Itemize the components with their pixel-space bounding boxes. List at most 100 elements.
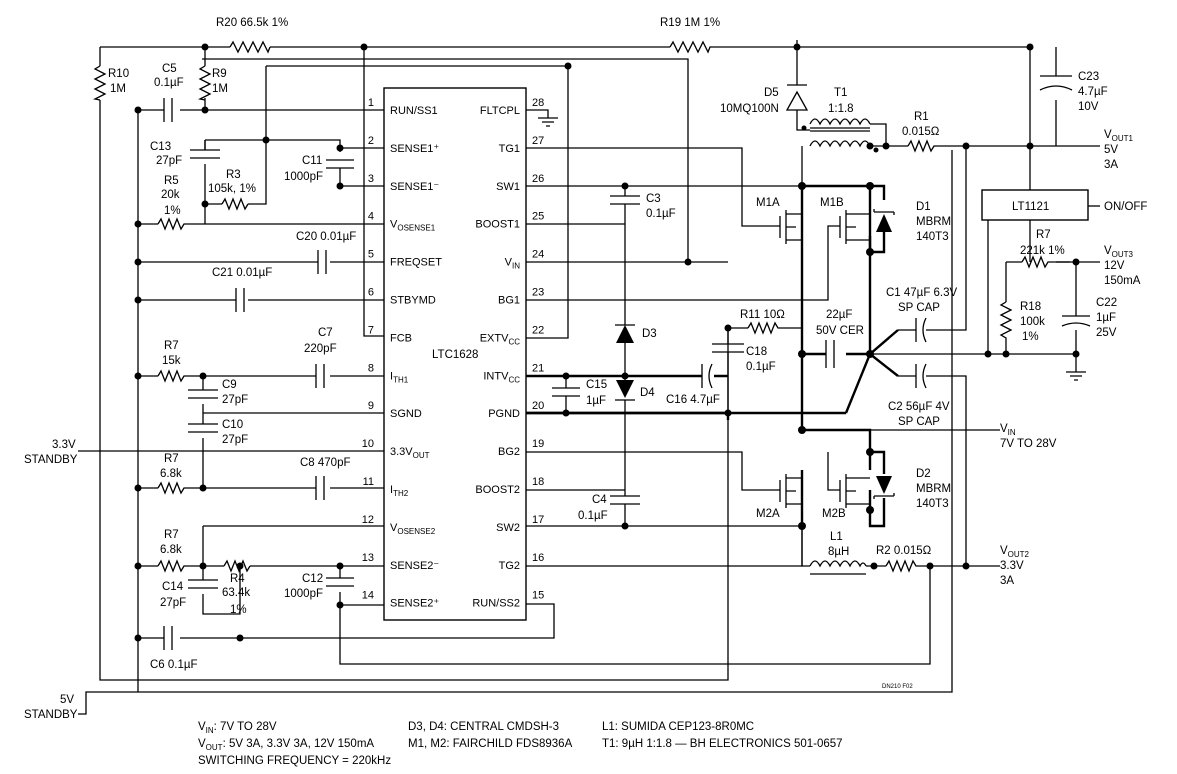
left-pin-number: 6: [368, 287, 374, 299]
resistor-symbols: [93, 40, 1050, 573]
c1-value: SP CAP: [898, 302, 940, 314]
l1-value: 8µH: [828, 546, 849, 558]
c18-value: 0.1µF: [746, 361, 776, 373]
d4-label: D4: [640, 387, 655, 399]
c7-label: C7: [318, 327, 333, 339]
c22-label: C22: [1096, 297, 1117, 309]
r4-value: 63.4k: [222, 587, 250, 599]
junction-dots: [134, 43, 1080, 642]
r3-value: 105k, 1%: [208, 183, 256, 195]
left-pin-number: 2: [368, 135, 374, 147]
c22u-label: 22µF: [826, 309, 852, 321]
left-pin-number: 4: [368, 211, 374, 223]
right-pin-name: TG1: [499, 143, 520, 155]
r2-label: R2 0.015Ω: [876, 545, 932, 557]
c12-value: 1000pF: [284, 588, 323, 600]
c2-label: C2 56µF 4V: [888, 401, 950, 413]
c8-label: C8 470pF: [300, 457, 351, 469]
left-pin-number: 13: [362, 552, 374, 564]
left-pin-name: SENSE2⁺: [390, 598, 439, 610]
right-pin-name: INTVCC: [483, 370, 520, 384]
figure-id: DN210 F02: [882, 684, 913, 690]
standby33-value: 3.3V: [52, 439, 76, 451]
left-pin-name: SGND: [390, 408, 422, 420]
r7a-value: 15k: [162, 355, 181, 367]
c5-label: C5: [162, 63, 177, 75]
d1-value: MBRM: [916, 216, 951, 228]
c13-label: C13: [150, 141, 171, 153]
right-pin-name: RUN/SS2: [472, 598, 520, 610]
vout1-label: VOUT1: [1104, 129, 1134, 143]
left-pin-name: RUN/SS1: [390, 105, 438, 117]
r5-tol: 1%: [164, 205, 181, 217]
note-freq: SWITCHING FREQUENCY = 220kHz: [198, 755, 391, 767]
left-pin-name: STBYMD: [390, 295, 436, 307]
left-pin-name: ITH2: [390, 484, 409, 498]
m1b-label: M1B: [820, 197, 844, 209]
r7b-value: 6.8k: [160, 468, 182, 480]
c3-label: C3: [646, 193, 661, 205]
right-pin-name: TG2: [499, 560, 520, 572]
c21-label: C21 0.01µF: [212, 267, 272, 279]
right-pin-number: 26: [532, 173, 544, 185]
r10-value: 1M: [110, 83, 126, 95]
right-pin-number: 19: [532, 438, 544, 450]
vout3-current: 150mA: [1104, 275, 1141, 287]
d3-label: D3: [642, 328, 657, 340]
note-transformer: T1: 9µH 1:1.8 — BH ELECTRONICS 501-0657: [602, 738, 843, 750]
r7d-value: 221k 1%: [1020, 245, 1065, 257]
r4-label: R4: [230, 573, 245, 585]
semiconductor-symbols: [538, 84, 1089, 575]
c4-label: C4: [592, 494, 607, 506]
c14-label: C14: [162, 581, 184, 593]
r19-label: R19 1M 1%: [660, 17, 720, 29]
right-pin-name: BOOST2: [475, 484, 520, 496]
r10-label: R10: [108, 68, 129, 80]
c15-label: C15: [586, 379, 607, 391]
right-pin-name: SW2: [496, 522, 520, 534]
note-inductor: L1: SUMIDA CEP123-8R0MC: [602, 721, 754, 733]
vout2-label: VOUT2: [1000, 545, 1030, 559]
right-pin-number: 24: [532, 249, 544, 261]
c12-label: C12: [302, 573, 323, 585]
ic-right-pins: 28FLTCPL27TG126SW125BOOST124VIN23BG122EX…: [472, 97, 544, 610]
r4-tol: 1%: [230, 604, 247, 616]
left-pin-name: FREQSET: [390, 257, 442, 269]
d2-value2: 140T3: [916, 498, 949, 510]
c5-value: 0.1µF: [154, 77, 184, 89]
c14-value: 27pF: [160, 597, 186, 609]
right-pin-number: 17: [532, 514, 544, 526]
r5-label: R5: [164, 175, 179, 187]
left-pin-number: 8: [368, 362, 374, 374]
r1-label: R1: [914, 111, 929, 123]
r5-value: 20k: [161, 189, 180, 201]
c22-volt: 25V: [1096, 327, 1117, 339]
ic-name: LTC1628: [432, 349, 478, 361]
left-pin-name: SENSE1⁻: [390, 181, 439, 193]
right-pin-name: SW1: [496, 181, 520, 193]
c6-label: C6 0.1µF: [150, 659, 198, 671]
r9-value: 1M: [212, 83, 228, 95]
wiring: [78, 40, 1100, 715]
r1-value: 0.015Ω: [902, 126, 940, 138]
right-pin-number: 21: [532, 362, 544, 374]
left-pin-name: SENSE1⁺: [390, 143, 439, 155]
standby5-label: STANDBY: [24, 709, 78, 721]
left-pin-number: 7: [368, 324, 374, 336]
left-pin-number: 14: [362, 590, 374, 602]
c9-value: 27pF: [222, 394, 248, 406]
vout1-value: 5V: [1104, 144, 1118, 156]
r9-label: R9: [212, 68, 227, 80]
right-pin-number: 27: [532, 135, 544, 147]
c20-label: C20 0.01µF: [296, 231, 356, 243]
standby33-label: STANDBY: [24, 454, 78, 466]
right-pin-number: 23: [532, 287, 544, 299]
d5-value: 10MQ100N: [720, 103, 779, 115]
right-pin-number: 18: [532, 476, 544, 488]
left-pin-number: 3: [368, 173, 374, 185]
c2-value: SP CAP: [898, 416, 940, 428]
io-labels: VOUT1 5V 3A VOUT3 12V 150mA VIN 7V TO 28…: [24, 129, 1141, 721]
vout1-current: 3A: [1104, 159, 1118, 171]
left-pin-number: 11: [363, 476, 374, 488]
